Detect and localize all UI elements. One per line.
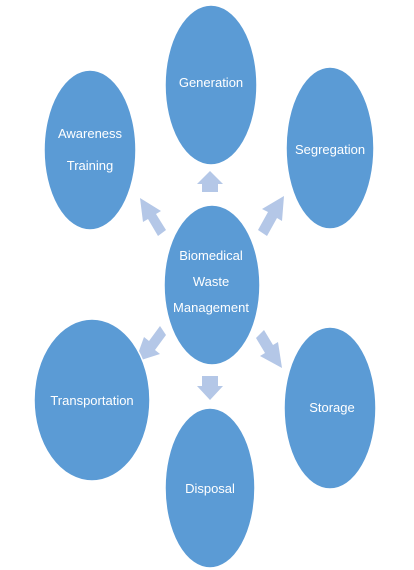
arrow-to-segregation: [258, 196, 284, 236]
node-storage-label-line-1: Storage: [309, 400, 355, 415]
node-center-label-line-1: Biomedical: [179, 248, 243, 263]
node-storage: Storage: [283, 326, 377, 490]
node-awareness-training-label-line-2: Training: [67, 158, 113, 173]
node-segregation: Segregation: [285, 66, 375, 230]
node-disposal-label-line-1: Disposal: [185, 481, 235, 496]
node-storage-label: Storage: [309, 400, 355, 415]
arrow-to-transportation: [135, 326, 166, 362]
node-disposal: Disposal: [164, 407, 256, 569]
node-segregation-label-line-1: Segregation: [295, 142, 365, 157]
node-segregation-label: Segregation: [295, 142, 365, 157]
node-generation-label-line-1: Generation: [179, 75, 243, 90]
node-transportation-label-line-1: Transportation: [50, 393, 133, 408]
arrow-to-awareness-training: [140, 198, 166, 236]
node-center-label-line-2: Waste: [193, 274, 229, 289]
node-awareness-training-label-line-1: Awareness: [58, 126, 123, 141]
arrow-to-generation: [197, 171, 223, 192]
node-generation-label: Generation: [179, 75, 243, 90]
arrow-to-disposal: [197, 376, 223, 400]
node-center-label-line-3: Management: [173, 300, 249, 315]
arrows-group: [135, 171, 284, 400]
node-transportation-label: Transportation: [50, 393, 133, 408]
node-transportation: Transportation: [33, 318, 151, 482]
node-generation: Generation: [164, 4, 258, 166]
node-disposal-label: Disposal: [185, 481, 235, 496]
arrow-to-storage: [256, 330, 282, 368]
